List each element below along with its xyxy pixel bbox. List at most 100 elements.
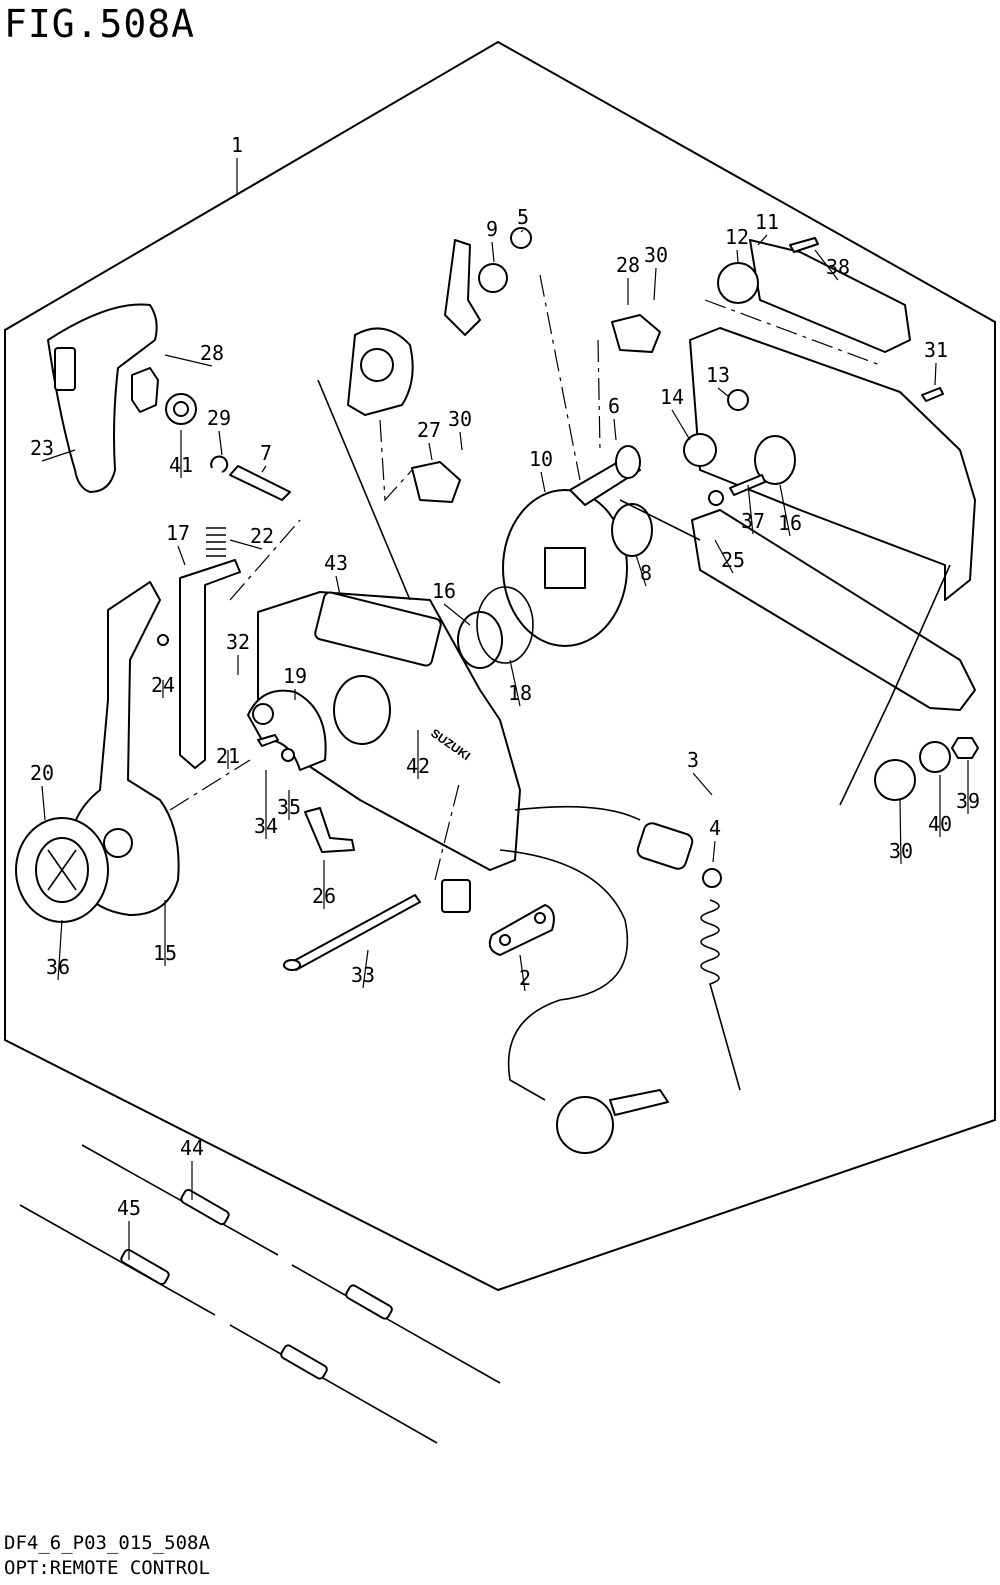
dashline [597,339,601,451]
handle-group [15,303,291,923]
callout-number: 26 [312,884,336,908]
callout-number: 9 [486,217,498,241]
callout-number: 31 [924,338,948,362]
grommet-31 [874,759,916,801]
figure-caption: OPT:REMOTE CONTROL [4,1557,210,1579]
harness-wire [499,805,641,1101]
emblem-mark [47,849,77,891]
gear-group [347,227,661,669]
callout-number: 45 [117,1196,141,1220]
throttle-arm-9 [444,239,481,336]
callout-leader [41,785,46,821]
callout-leader [692,772,713,796]
washer-25 [708,490,724,506]
bushing-9 [478,263,508,293]
callout-leader [635,554,647,587]
callout-leader [934,362,937,386]
callout-leader [362,949,369,989]
callout-leader [57,919,63,981]
cable-45a-front [81,1144,279,1256]
callout-number: 8 [640,561,652,585]
callout-number: 33 [351,963,375,987]
callout-number: 38 [826,255,850,279]
callout-leader [814,249,839,281]
gear-square-bore [544,547,586,589]
callout-number: 24 [151,673,175,697]
cable-45a-rear-sleeve [345,1284,393,1320]
plate-hole-a [499,934,511,946]
lanyard-coil [700,899,741,1091]
callout-leader [509,659,521,707]
callout-number: 21 [216,744,240,768]
callout-number: 2 [519,966,531,990]
spacer-13 [727,389,749,411]
bushing-12 [717,262,759,304]
callout-number: 42 [406,754,430,778]
callout-layer: 1234567891011121314151616171819202122232… [30,133,980,1260]
link-28a [411,461,461,503]
callout-leader [491,241,495,263]
block-27 [441,879,471,913]
screw [157,634,169,646]
callout-leader [177,545,186,566]
callout-leader [779,484,791,537]
shaft-6-end [615,445,641,479]
callout-leader [540,471,546,493]
callout-leader [164,354,213,367]
cable-45a-rear [291,1264,501,1384]
callout-number: 7 [260,441,272,465]
callout-number: 32 [226,630,250,654]
dashline [229,519,301,601]
callout-leader [428,442,433,461]
callout-number: 39 [956,789,980,813]
callout-number: 4 [709,816,721,840]
pin [229,465,291,501]
callout-number: 17 [166,521,190,545]
callout-number: 41 [169,453,193,477]
callout-number: 18 [508,681,532,705]
callout-number: 16 [778,511,802,535]
callout-leader [459,431,463,451]
base-rail [691,509,976,711]
callout-number: 19 [283,664,307,688]
callout-number: 16 [432,579,456,603]
collar-8 [611,503,653,557]
callout-number: 5 [517,205,529,229]
handle-grip-detail [54,347,76,391]
figure-title: FIG.508A [4,2,196,46]
callout-number: 22 [250,524,274,548]
callout-number: 44 [180,1136,204,1160]
handle-pad [131,367,159,413]
cable-45b-rear [229,1324,438,1444]
washer-hole [173,401,189,417]
callout-number: 35 [277,795,301,819]
right-bracket-group [683,237,979,801]
callout-leader [41,449,76,462]
connector-plugs [609,1089,669,1116]
screw-32 [921,387,944,402]
dashline [379,419,413,502]
rotor-14 [683,433,717,467]
neutral-lock-lever [179,559,241,769]
callout-number: 30 [644,243,668,267]
callout-leader [520,229,524,233]
plate-hole-b [534,912,546,924]
callout-leader [712,840,716,863]
cable-45a-sleeve [180,1188,230,1226]
callout-number: 15 [153,941,177,965]
dashline [434,779,461,881]
callout-number: 30 [448,407,472,431]
side-plate [689,327,976,601]
assembly-frame [4,40,996,1292]
callout-number: 30 [889,839,913,863]
callout-number: 10 [529,447,553,471]
callout-number: 14 [660,385,684,409]
callout-number: 28 [616,253,640,277]
nut-40 [951,737,979,759]
callout-leader [714,539,734,574]
callout-number: 13 [706,363,730,387]
callout-leader [335,575,341,596]
callout-leader [736,249,739,263]
cable-45b-rear-sleeve [280,1344,328,1380]
callout-leader [747,484,754,535]
